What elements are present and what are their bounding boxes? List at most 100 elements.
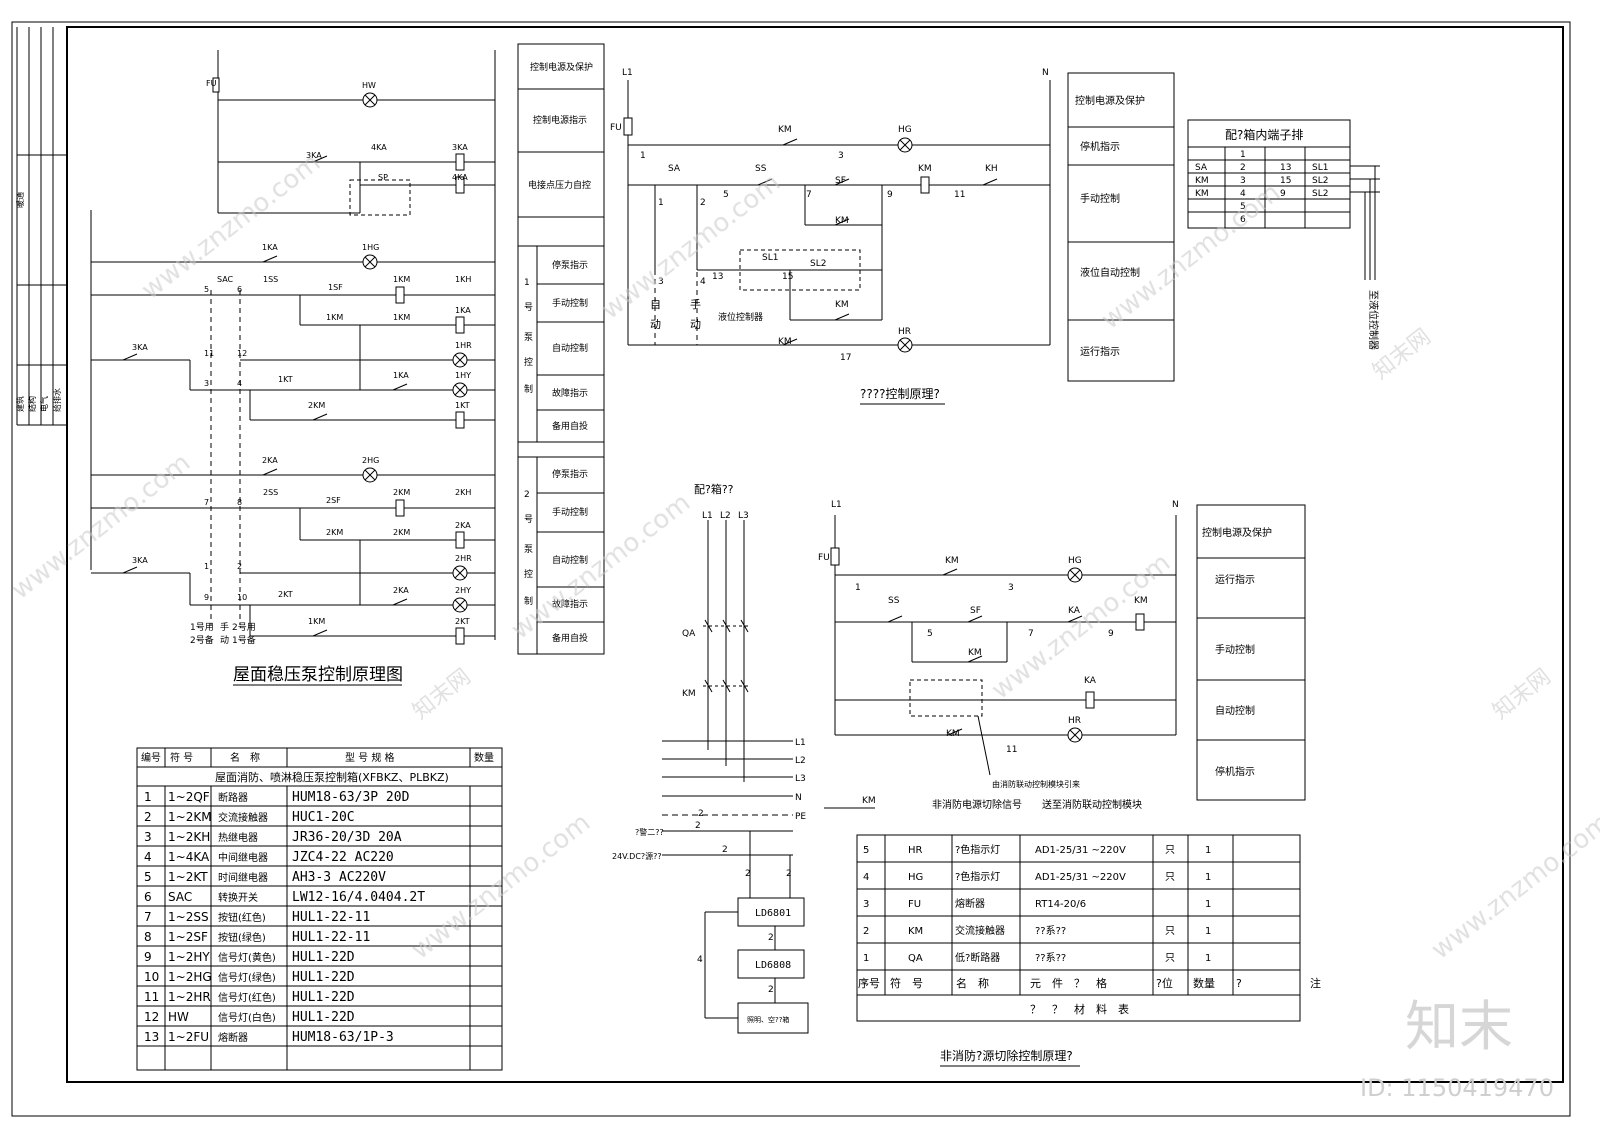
svg-text:KH: KH [985,164,998,174]
parts-table-cell: 1~2HY [168,950,210,964]
power-box-diagram [662,520,875,1034]
material-cell: 3 [863,899,869,910]
svg-text:注: 注 [1310,976,1321,990]
parts-table-cell: 9 [144,950,152,964]
svg-text:故障指示: 故障指示 [552,598,588,610]
terminal-cell: SA [1195,163,1208,173]
side-cell-elec: 电气 [39,396,49,412]
svg-text:照明、空??箱: 照明、空??箱 [747,1015,789,1024]
svg-text:3: 3 [658,277,664,287]
pump-ctrl-legend [1067,72,1175,382]
svg-text:5: 5 [927,629,933,639]
terminal-cell: 6 [1240,215,1246,225]
svg-text:符 号: 符 号 [890,977,923,990]
material-cell: RT14-20/6 [1035,899,1086,910]
material-cell: AD1-25/31 ~220V [1035,845,1126,856]
roof-legend-labels: 控制电源及保护 控制电源指示 电接点压力自控 停泵指示 手动控制 自动控制 故障… [524,61,593,644]
svg-text:3: 3 [838,151,844,161]
svg-text:2号用: 2号用 [232,622,256,633]
svg-text:3KA: 3KA [306,151,322,160]
power-box-text: 配?箱?? L1 L2 L3 QA KM L1 L2 L3 N PE ?警二??… [612,482,1142,1024]
pump-ctrl-legend-labels: 控制电源及保护 停机指示 手动控制 液位自动控制 运行指示 [1075,94,1145,358]
side-block: 暖通 建筑 结构 电气 给排水 [15,27,67,426]
svg-text:L2: L2 [720,511,731,521]
parts-table-cell: 1~2QF [168,790,210,804]
svg-text:SAC: SAC [217,275,234,284]
svg-text:3KA: 3KA [132,343,148,352]
terminal-cell: SL2 [1312,176,1328,186]
svg-text:7: 7 [204,498,209,507]
terminal-cell: 15 [1280,176,1291,186]
svg-text:2: 2 [524,490,530,500]
svg-text:KM: KM [1134,596,1148,606]
svg-text:？ ？ 材 料 表: ？ ？ 材 料 表 [1030,1002,1129,1016]
parts-table-cell: 信号灯(红色) [218,991,276,1004]
svg-text:动: 动 [220,635,229,646]
svg-text:FU: FU [818,553,830,563]
parts-table-cell: HUM18-63/3P 20D [292,790,410,805]
svg-text:控制电源及保护: 控制电源及保护 [1202,526,1272,539]
parts-table-cell: JZC4-22 AC220 [292,850,394,865]
parts-table-cell: HUL1-22D [292,990,355,1005]
svg-text:KM: KM [946,729,960,739]
svg-text:手: 手 [690,297,701,311]
svg-text:1号用: 1号用 [190,622,214,633]
parts-table-cell: 1~2FU [168,1030,209,1044]
material-table [856,834,1301,1022]
parts-table-cell: 1~2KH [168,830,210,844]
terminal-block-title: 配?箱内端子排 [1225,127,1303,142]
svg-text:屋面消防、喷淋稳压泵控制箱(XFBKZ、PLBKZ): 屋面消防、喷淋稳压泵控制箱(XFBKZ、PLBKZ) [215,770,449,784]
svg-text:3: 3 [204,379,209,388]
svg-text:自动控制: 自动控制 [1215,704,1255,717]
svg-text:手动控制: 手动控制 [1080,192,1120,205]
svg-text:1号备: 1号备 [232,634,256,646]
svg-text:泵: 泵 [524,544,533,555]
parts-table-cell: 按钮(绿色) [218,931,266,944]
terminal-cell: KM [1195,176,1209,186]
parts-table-cell: 1~2KM [168,810,212,824]
svg-text:9: 9 [204,593,209,602]
parts-table-cell: HUL1-22-11 [292,910,370,925]
roof-pump-symbols [115,77,468,645]
side-cell-hvac: 暖通 [15,192,25,208]
svg-text:1: 1 [204,562,209,571]
parts-table-cell: 6 [144,890,152,904]
svg-text:2: 2 [786,869,792,879]
svg-text:数量: 数量 [1193,977,1215,990]
material-cell: QA [908,953,923,964]
svg-text:11: 11 [1006,745,1017,755]
svg-text:10: 10 [237,593,247,602]
svg-text:6: 6 [237,285,242,294]
nonfire-legend-labels: 控制电源及保护 运行指示 手动控制 自动控制 停机指示 [1202,526,1272,778]
svg-text:?位: ?位 [1156,976,1173,990]
svg-text:名 称: 名 称 [956,976,989,990]
svg-text:非消防电源切除信号: 非消防电源切除信号 [932,798,1022,811]
svg-text:8: 8 [237,498,242,507]
svg-text:L2: L2 [795,756,806,766]
roof-pump-mode-labels: 1号用 2号备 手 动 2号用 1号备 [190,621,256,646]
svg-text:www.znzmo.com: www.znzmo.com [6,448,196,606]
nonfire-title: 非消防?源切除控制原理? [940,1048,1073,1063]
svg-text:停机指示: 停机指示 [1080,140,1120,153]
nonfire-diagram [834,515,1177,776]
svg-text:11: 11 [954,190,965,200]
parts-table-cell: 信号灯(黄色) [218,951,276,964]
material-cell: 只 [1165,926,1175,937]
material-cell: 1 [1205,953,1211,964]
svg-text:QA: QA [682,629,696,639]
material-cell: ??系?? [1035,925,1066,937]
svg-text:自: 自 [650,298,661,311]
svg-text:2: 2 [768,985,774,995]
svg-text:2KM: 2KM [393,488,410,497]
svg-text:2KA: 2KA [393,586,409,595]
nonfire-labels: L1 N FU KM HG SS SF KA KM KM KA KM HR 由消… [818,500,1179,789]
material-cell: HG [908,872,923,883]
svg-text:HG: HG [898,125,912,135]
parts-table-cell: HUL1-22-11 [292,930,370,945]
material-cell: ??系?? [1035,952,1066,964]
svg-text:7: 7 [806,190,812,200]
svg-text:L1: L1 [831,500,842,510]
svg-text:1: 1 [658,198,664,208]
svg-text:3: 3 [1008,583,1014,593]
